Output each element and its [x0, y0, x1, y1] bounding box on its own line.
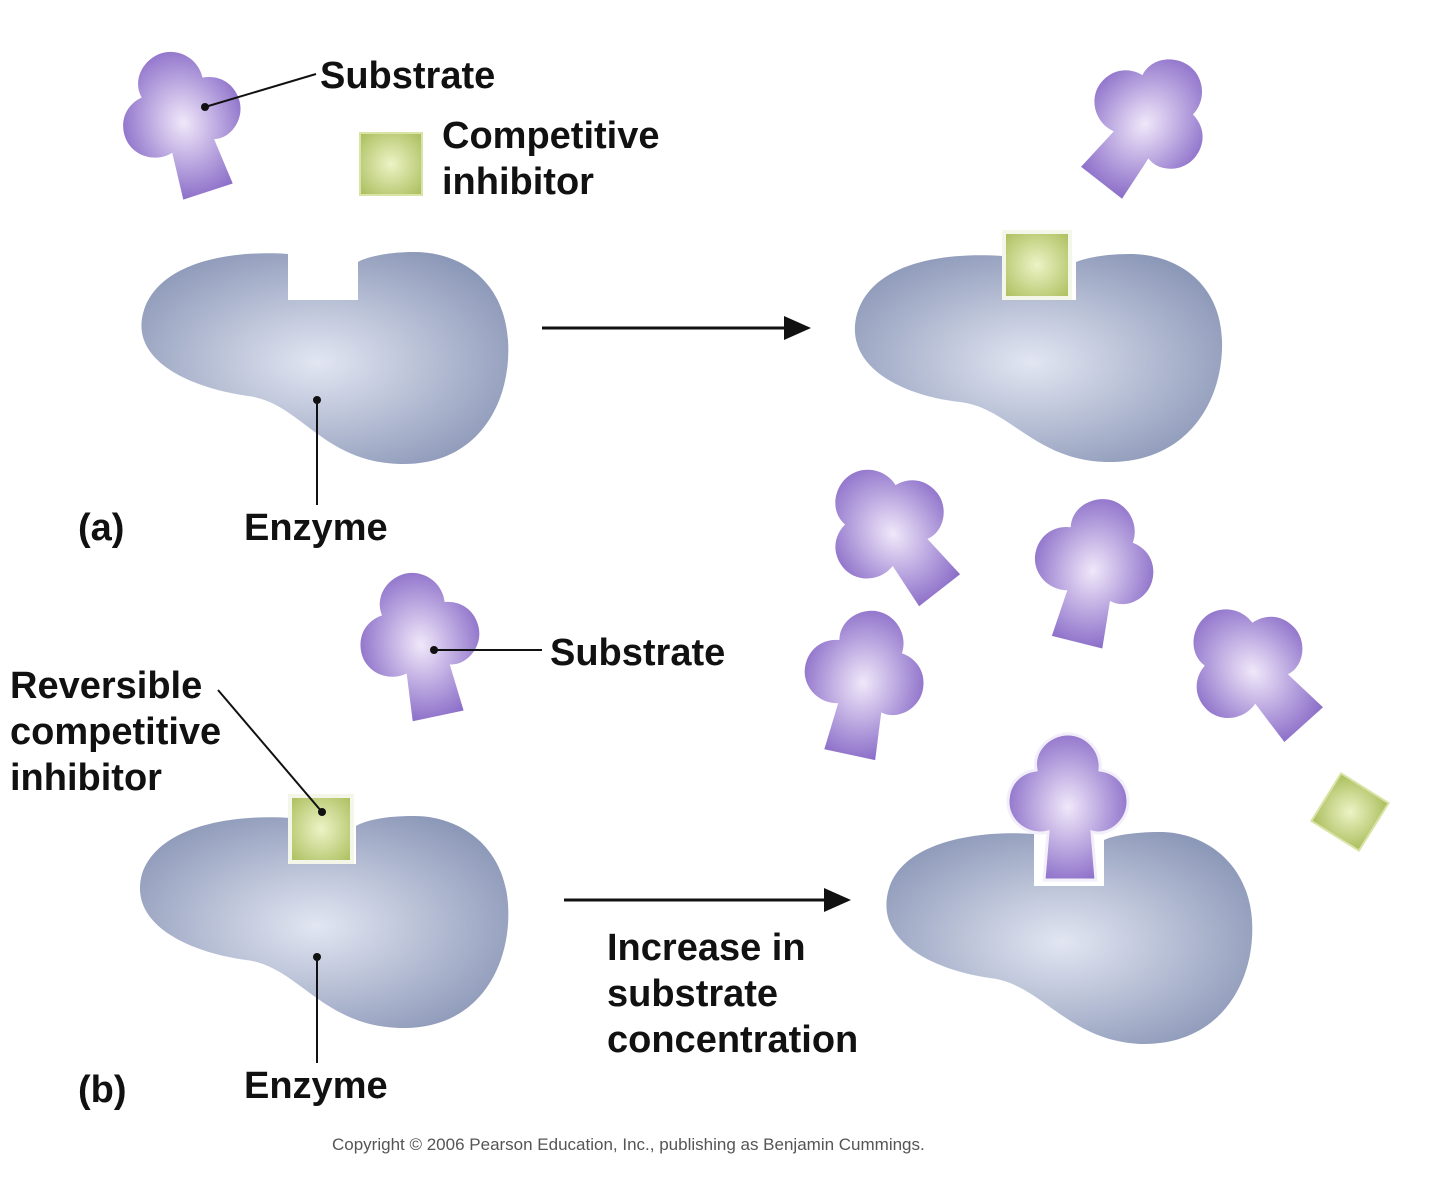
arrow-b-label-line2: substrate: [607, 973, 778, 1015]
inhibitor-bound-a: [1002, 230, 1072, 300]
inhibitor-a: [359, 132, 423, 196]
enzyme-b: [139, 816, 509, 1029]
substrate-a-leader: [204, 73, 317, 108]
arrow-b-label-line3: concentration: [607, 1019, 858, 1061]
inhibitor-b-label-line3: inhibitor: [10, 757, 162, 799]
substrate-free-b1: [800, 439, 986, 629]
arrow-b-label-line1: Increase in: [607, 927, 806, 969]
inhibitor-released-b: [1310, 772, 1390, 852]
inhibitor-b: [288, 794, 354, 864]
substrate-free-a: [1052, 29, 1238, 219]
inhibitor-b-label-line2: competitive: [10, 711, 221, 753]
substrate-b: [347, 561, 495, 729]
inhibitor-b-leader: [217, 689, 323, 813]
substrate-free-b2: [1016, 485, 1169, 657]
inhibitor-b-label-line1: Reversible: [10, 665, 202, 707]
substrate-a: [103, 34, 264, 211]
panel-a-label: (a): [78, 507, 124, 549]
panel-b-label: (b): [78, 1069, 127, 1111]
enzyme-b-bound: [886, 832, 1253, 1045]
substrate-a-label: Substrate: [320, 55, 495, 97]
substrate-free-b3: [789, 599, 937, 767]
enzyme-a-label: Enzyme: [244, 507, 388, 549]
enzyme-a-inhibited: [854, 254, 1223, 463]
enzyme-a: [141, 252, 509, 465]
inhibitor-a-label-line2: inhibitor: [442, 161, 594, 203]
substrate-b-label: Substrate: [550, 632, 725, 674]
substrate-free-b4: [1159, 577, 1347, 767]
enzyme-b-label: Enzyme: [244, 1065, 388, 1107]
copyright-text: Copyright © 2006 Pearson Education, Inc.…: [332, 1135, 925, 1154]
inhibitor-a-label-line1: Competitive: [442, 115, 659, 157]
